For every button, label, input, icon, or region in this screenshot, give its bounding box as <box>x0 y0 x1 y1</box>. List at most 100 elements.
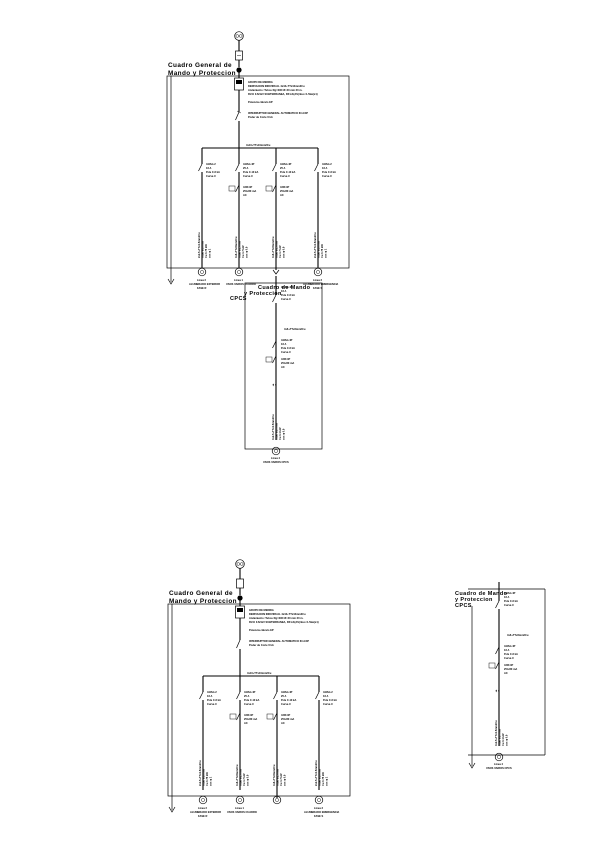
svg-text:cos φ 1: cos φ 1 <box>324 248 328 258</box>
output-label: ALUMBRADO EXTERIOR <box>189 282 220 286</box>
svg-text:Tubo Ø16 mm: Tubo Ø16 mm <box>201 240 205 258</box>
output-label: ALUMBRADO EMERGENCIA <box>303 282 338 286</box>
breaker-label: I.MAG.2 <box>206 162 216 166</box>
source-info-line: GRUPO DE MEDIDA <box>248 80 273 84</box>
busbar-label: 4x10+TTx10mm2Cu <box>246 143 271 147</box>
panel-title-line-1: Cuadro General de <box>168 62 232 69</box>
source-info-line: RV-K 0.6/1kV SUBTERRANEA, RZ1-K(AS) Bus=… <box>248 92 318 96</box>
svg-text:↟↟: ↟↟ <box>272 383 277 387</box>
svg-text:RV-K 0.6/1kV SUBTERRANEA, RZ1-: RV-K 0.6/1kV SUBTERRANEA, RZ1-K(AS) Bus=… <box>249 620 319 624</box>
main-panel-diagram-top: Cuadro General de Mando y Proteccion GRU… <box>166 31 350 290</box>
svg-text:I.DIF.4P: I.DIF.4P <box>281 713 290 717</box>
output-label: Linea 1 <box>234 278 243 282</box>
feeder-3: I.MAG.4P 25 A P.de C.10 kA Curva C I.DIF… <box>265 148 296 275</box>
breaker-label: P.de C.10 kA <box>280 170 296 174</box>
cable-spec: 4x6+TTx6mm2Cu Tubo Ø25 mm Cu 4.7 kW cos … <box>271 236 286 258</box>
panel-title-line-2: Mando y Proteccion <box>168 70 236 77</box>
svg-text:Cu 4.7 kW: Cu 4.7 kW <box>241 245 245 258</box>
breaker-label: I.MAG.4P <box>281 338 293 342</box>
output-label: FASE S <box>313 286 322 290</box>
breaker-label: 25 A <box>243 166 249 170</box>
svg-text:cos φ 0.9: cos φ 0.9 <box>246 774 250 786</box>
svg-text:ALUMBRADO EMERGENCIA: ALUMBRADO EMERGENCIA <box>304 810 339 814</box>
svg-text:4x6+TTx6mm2Cu: 4x6+TTx6mm2Cu <box>235 764 239 786</box>
svg-text:cos φ 0.9: cos φ 0.9 <box>245 246 249 258</box>
svg-text:4x2.5+TTx2.5mm2Cu: 4x2.5+TTx2.5mm2Cu <box>494 720 498 746</box>
svg-text:USOS VARIOS CPCS: USOS VARIOS CPCS <box>486 766 512 770</box>
svg-text:DERIVACION INDIVIDUAL 4x16+TTx: DERIVACION INDIVIDUAL 4x16+TTx16mm2Cu <box>249 612 306 616</box>
svg-text:Curva C: Curva C <box>504 656 514 660</box>
svg-text:2x2.5+TTx2.5mm2Cu: 2x2.5+TTx2.5mm2Cu <box>197 232 201 258</box>
sub-panel-title-line-1: Cuadro de Mando <box>455 591 508 597</box>
svg-text:25A/30 mA: 25A/30 mA <box>281 717 294 721</box>
sub-panel-title-line-2: y Proteccion <box>455 597 493 603</box>
breaker-label: P.de C.6 kA <box>206 170 220 174</box>
svg-text:cos φ 0.9: cos φ 0.9 <box>283 774 287 786</box>
breaker-label: P.de C.6 kA <box>281 346 295 350</box>
svg-text:USOS VARIOS CUADRO: USOS VARIOS CUADRO <box>227 810 257 814</box>
cable-spec: 2x2.5+TTx2.5mm2Cu Tubo Ø16 mm Cu 0.75 kW… <box>197 232 212 258</box>
svg-text:Cu 0.75 kW: Cu 0.75 kW <box>205 772 209 786</box>
svg-text:Cu 0.75 kW: Cu 0.75 kW <box>321 772 325 786</box>
svg-text:I.MAG.4P: I.MAG.4P <box>244 690 256 694</box>
breaker-label: P.de C.6 kA <box>322 170 336 174</box>
svg-text:Tubo Ø16 mm: Tubo Ø16 mm <box>202 768 206 786</box>
svg-text:INTERRUPTOR GENERAL AUTOMATICO: INTERRUPTOR GENERAL AUTOMATICO 63 A/4P <box>249 639 309 643</box>
svg-text:4x2.5+TTx2.5mm2Cu: 4x2.5+TTx2.5mm2Cu <box>271 414 275 440</box>
sub-panel-title-line-1: Cuadro de Mando <box>258 285 311 291</box>
rcd-label: I.DIF.4P <box>280 185 289 189</box>
svg-text:AC: AC <box>244 721 248 725</box>
breaker-label: 16 A <box>281 289 287 293</box>
rcd-label: 25A/30 mA <box>280 189 293 193</box>
svg-text:Cu 4.7 kW: Cu 4.7 kW <box>278 245 282 258</box>
svg-text:AC: AC <box>504 671 508 675</box>
svg-text:16 A: 16 A <box>504 595 510 599</box>
svg-text:cos φ 1: cos φ 1 <box>325 776 329 786</box>
svg-text:25 A: 25 A <box>281 694 287 698</box>
breaker-label: 25 A <box>280 166 286 170</box>
rcd-label: 25A/30 mA <box>281 361 294 365</box>
breaker-label: Curva C <box>322 174 332 178</box>
feeder-1: I.MAG.2 16 A P.de C.6 kA Curva C 2x2.5+T… <box>189 148 220 290</box>
breaker-label: 16 A <box>322 166 328 170</box>
source-info-line: Aislamiento: Tubos Rg=Ø40 Ø=40 mm 20 m. <box>248 88 303 92</box>
cable-spec: 4x6+TTx6mm2Cu Tubo Ø25 mm Cu 4.7 kW cos … <box>234 236 249 258</box>
svg-text:ALUMBRADO EXTERIOR: ALUMBRADO EXTERIOR <box>190 810 221 814</box>
svg-text:I.MAG.4P: I.MAG.4P <box>281 690 293 694</box>
svg-text:Aislamiento: Tubos Rg=Ø40 Ø=40: Aislamiento: Tubos Rg=Ø40 Ø=40 mm 20 m. <box>249 616 304 620</box>
feeder-4: I.MAG.2 16 A P.de C.6 kA Curva C 2x2.5+T… <box>303 148 338 290</box>
sub-panel-diagram-top: Cuadro de Mando y Proteccion CPCS I.MAG.… <box>230 276 323 464</box>
svg-text:Tubo Ø20 mm: Tubo Ø20 mm <box>498 728 502 746</box>
cable-spec: 4x2.5+TTx2.5mm2Cu Tubo Ø20 mm Cu 3.1 kW … <box>271 414 286 440</box>
breaker-label: Curva C <box>206 174 216 178</box>
svg-text:Tubo Ø16 mm: Tubo Ø16 mm <box>318 768 322 786</box>
output-label: USOS VARIOS CUADRO <box>226 282 256 286</box>
breaker-label: I.MAG.2 <box>322 162 332 166</box>
output-label: Linea 4 <box>271 456 280 460</box>
svg-text:Poder de Corte 6 kA: Poder de Corte 6 kA <box>249 643 274 647</box>
sub-panel-title-line-3: CPCS <box>455 603 472 609</box>
svg-text:Cu 3.1 kW: Cu 3.1 kW <box>501 733 505 746</box>
svg-text:AC: AC <box>281 721 285 725</box>
svg-text:↟↟: ↟↟ <box>495 689 500 693</box>
svg-text:Curva C: Curva C <box>323 702 333 706</box>
main-switch-symbol: INTERRUPTOR GENERAL AUTOMATICO 63 A/4P P… <box>235 90 308 148</box>
output-label: USOS VARIOS CPCS <box>263 460 289 464</box>
breaker-label: I.MAG.4P <box>280 162 292 166</box>
svg-text:Linea 3: Linea 3 <box>314 806 323 810</box>
svg-text:Cu 3.1 kW: Cu 3.1 kW <box>278 427 282 440</box>
svg-text:Tubo Ø16 mm: Tubo Ø16 mm <box>317 240 321 258</box>
rcd-label: I.DIF.4P <box>281 357 290 361</box>
svg-text:4x6+TTx6mm2Cu: 4x6+TTx6mm2Cu <box>272 764 276 786</box>
svg-text:FASE R: FASE R <box>198 814 207 818</box>
svg-text:P.de C.6 kA: P.de C.6 kA <box>207 698 221 702</box>
svg-text:Curva C: Curva C <box>244 702 254 706</box>
svg-text:Cu 4.7 kW: Cu 4.7 kW <box>279 773 283 786</box>
cable-spec: 2x2.5+TTx2.5mm2Cu Tubo Ø16 mm Cu 0.75 kW… <box>313 232 328 258</box>
svg-text:Linea 1: Linea 1 <box>235 806 244 810</box>
svg-text:P.de C.6 kA: P.de C.6 kA <box>504 652 518 656</box>
breaker-label: 16 A <box>206 166 212 170</box>
rcd-label: AC <box>281 365 285 369</box>
busbar-label: 4x6+TTx6mm2Cu <box>284 327 306 331</box>
